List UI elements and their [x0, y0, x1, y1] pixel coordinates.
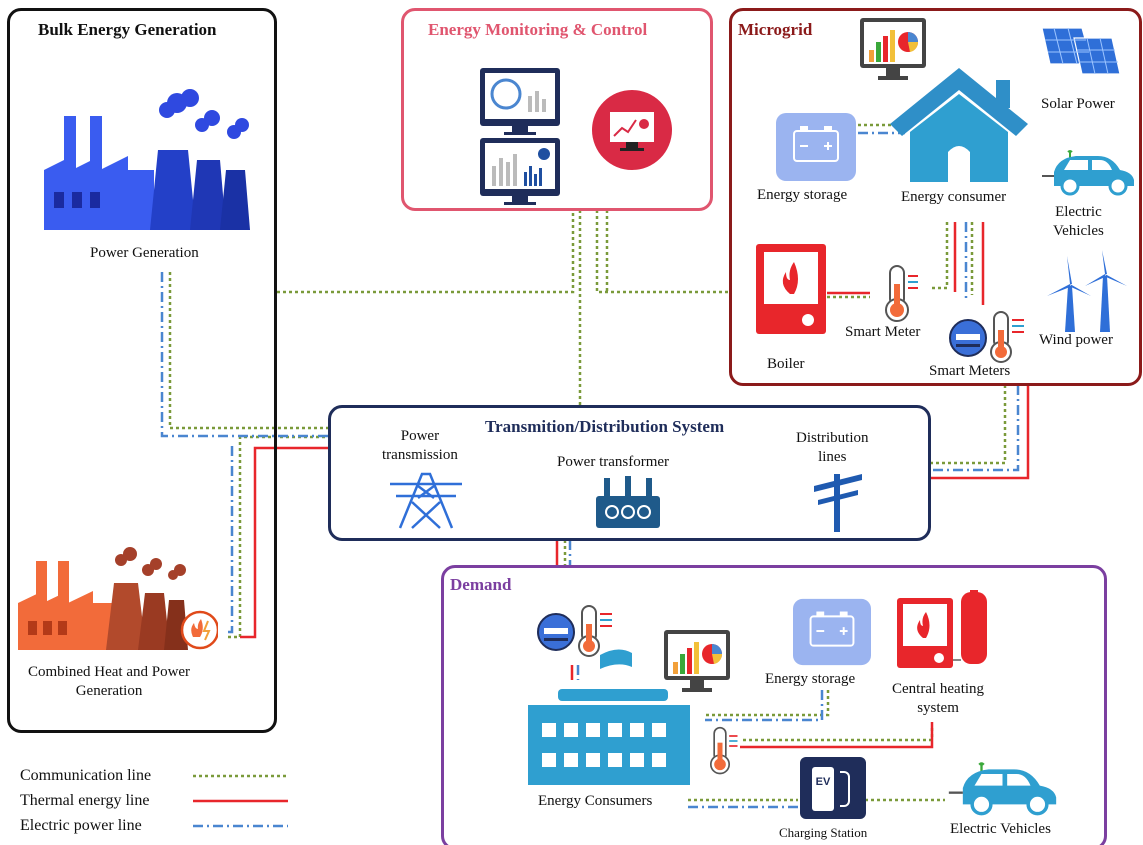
central-heating-label: Central heating system	[892, 680, 984, 718]
microgrid-ev-line1: Electric	[1055, 204, 1102, 220]
house-icon	[890, 68, 1028, 182]
monitoring-panel	[401, 8, 713, 211]
transmission-panel	[328, 405, 931, 541]
legend-communication: Communication line	[20, 767, 151, 785]
legend-electric: Electric power line	[20, 817, 142, 835]
wind-turbine-icon	[1047, 250, 1127, 332]
central-heating-line2: system	[917, 699, 959, 716]
bulk-generation-title: Bulk Energy Generation	[38, 20, 217, 39]
charging-station-badge: EV	[812, 767, 834, 811]
boiler-icon	[756, 244, 826, 334]
solar-power-label: Solar Power	[1041, 96, 1115, 112]
transmission-tower-icon	[390, 472, 462, 529]
demand-panel	[441, 565, 1107, 845]
demand-thermometer-icon	[710, 726, 738, 775]
utility-pole-icon	[814, 474, 862, 532]
office-building-icon	[528, 649, 690, 785]
chp-label: Combined Heat and Power Generation	[28, 663, 190, 701]
legend-communication-label: Communication line	[20, 767, 152, 784]
distribution-lines-line2: lines	[818, 448, 847, 465]
thermal-lines	[193, 222, 1030, 803]
transmission-title: Transmition/Distribution System	[485, 417, 725, 436]
power-transmission-line2: transmission	[382, 446, 458, 463]
demand-battery-storage-icon	[793, 598, 871, 666]
analytics-monitor-icon	[592, 90, 672, 170]
microgrid-ev-line2: Vehicles	[1053, 222, 1104, 239]
ev-badge-text: EV	[815, 776, 831, 788]
wind-power-label: Wind power	[1039, 332, 1113, 348]
chp-label-line2: Generation	[75, 682, 143, 699]
charging-station-label: Charging Station	[779, 825, 868, 840]
demand-storage-label: Energy storage	[765, 671, 856, 687]
smart-meters-label: Smart Meters	[929, 363, 1011, 379]
central-heating-line1: Central heating	[892, 681, 985, 697]
power-transformer-label: Power transformer	[557, 454, 670, 470]
smart-meters-icon	[949, 311, 1024, 363]
charging-station-icon: EV	[800, 757, 866, 819]
legend-thermal: Thermal energy line	[20, 792, 149, 810]
demand-chart-monitor-icon	[664, 630, 730, 692]
demand-smart-meter-icon	[537, 605, 612, 657]
monitor-dashboard-icon	[480, 68, 560, 205]
microgrid-ev-label: Electric Vehicles	[1053, 203, 1104, 241]
chart-monitor-icon	[860, 18, 926, 80]
distribution-lines-line1: Distribution	[796, 430, 869, 446]
legend-thermal-label: Thermal energy line	[20, 792, 150, 809]
electric-car-icon	[1042, 150, 1134, 196]
demand-electric-car-icon	[948, 762, 1057, 816]
power-transmission-line1: Power	[400, 428, 440, 444]
power-plant-icon	[44, 89, 250, 230]
distribution-lines-label: Distribution lines	[796, 429, 869, 467]
bulk-generation-panel	[7, 8, 277, 733]
power-generation-label: Power Generation	[90, 245, 199, 261]
microgrid-storage-label: Energy storage	[757, 187, 848, 203]
electric-lines	[160, 131, 1020, 828]
solar-panel-icon	[1041, 27, 1121, 75]
power-transmission-label: Power transmission	[382, 427, 458, 465]
boiler-label: Boiler	[767, 356, 805, 372]
thermometer-icon	[885, 265, 918, 322]
charging-cable	[840, 771, 850, 807]
central-heating-icon	[897, 590, 987, 668]
monitoring-title: Energy Monitoring & Control	[428, 20, 648, 39]
transformer-icon	[596, 476, 660, 528]
microgrid-title: Microgrid	[738, 20, 813, 39]
energy-consumer-label: Energy consumer	[901, 189, 1007, 205]
smart-meter-label: Smart Meter	[845, 324, 921, 340]
chp-plant-icon	[18, 547, 218, 650]
battery-storage-icon	[776, 113, 856, 181]
energy-consumers-label: Energy Consumers	[538, 793, 653, 809]
communication-lines	[168, 123, 1007, 802]
demand-title: Demand	[450, 575, 512, 594]
legend-electric-label: Electric power line	[20, 817, 142, 834]
demand-ev-label: Electric Vehicles	[950, 821, 1051, 837]
chp-label-line1: Combined Heat and Power	[28, 664, 191, 680]
microgrid-panel	[729, 8, 1142, 386]
